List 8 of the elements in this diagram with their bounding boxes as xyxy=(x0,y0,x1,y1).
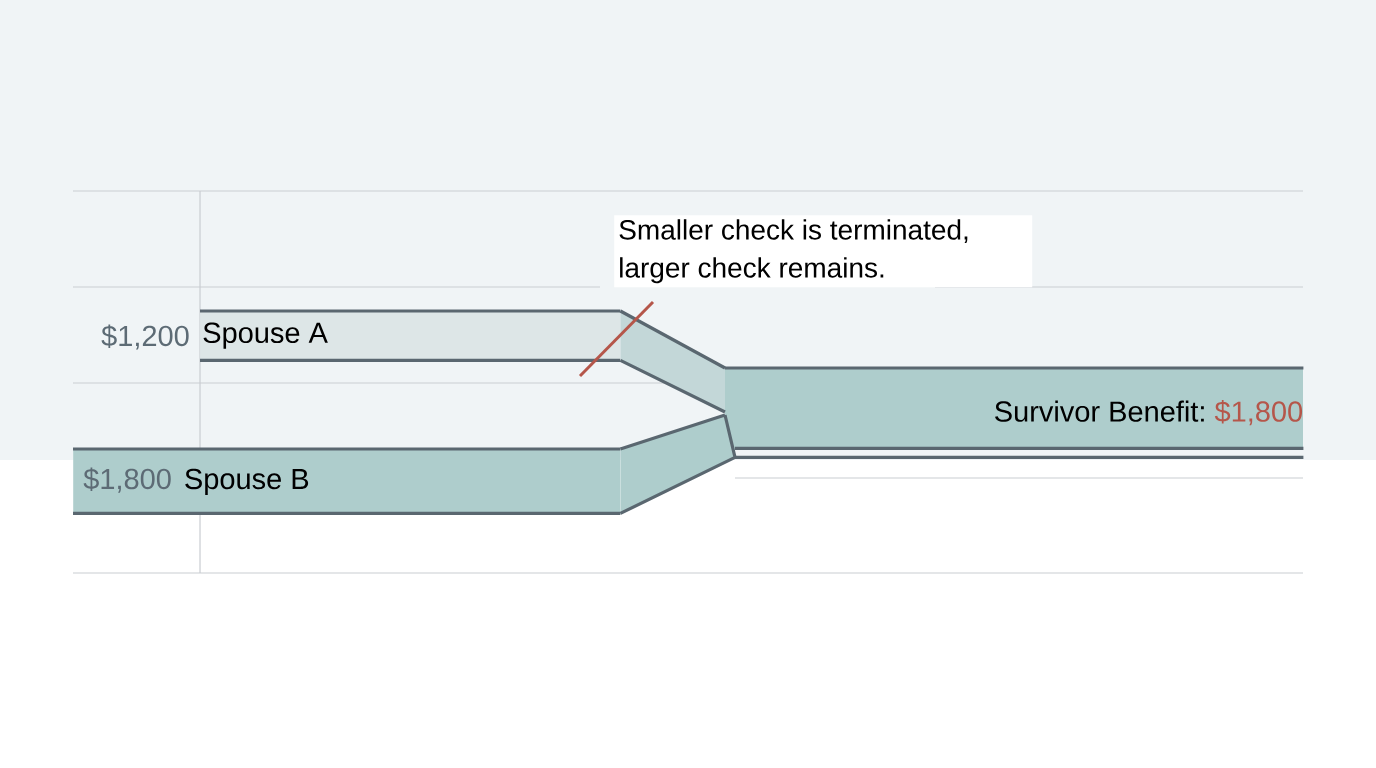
node-label: Spouse B xyxy=(185,468,309,495)
benefit-band: Spouse A xyxy=(200,309,621,362)
value-label: $1,200 xyxy=(101,324,189,350)
survivor-benefit-band: Survivor Benefit: $1,800 xyxy=(725,366,1304,459)
merge-flow xyxy=(618,413,737,515)
annotation-text: Smaller check is terminated, larger check remains. xyxy=(614,215,1033,288)
merge-flow xyxy=(618,309,727,414)
node-label: $1,800 xyxy=(83,467,171,493)
